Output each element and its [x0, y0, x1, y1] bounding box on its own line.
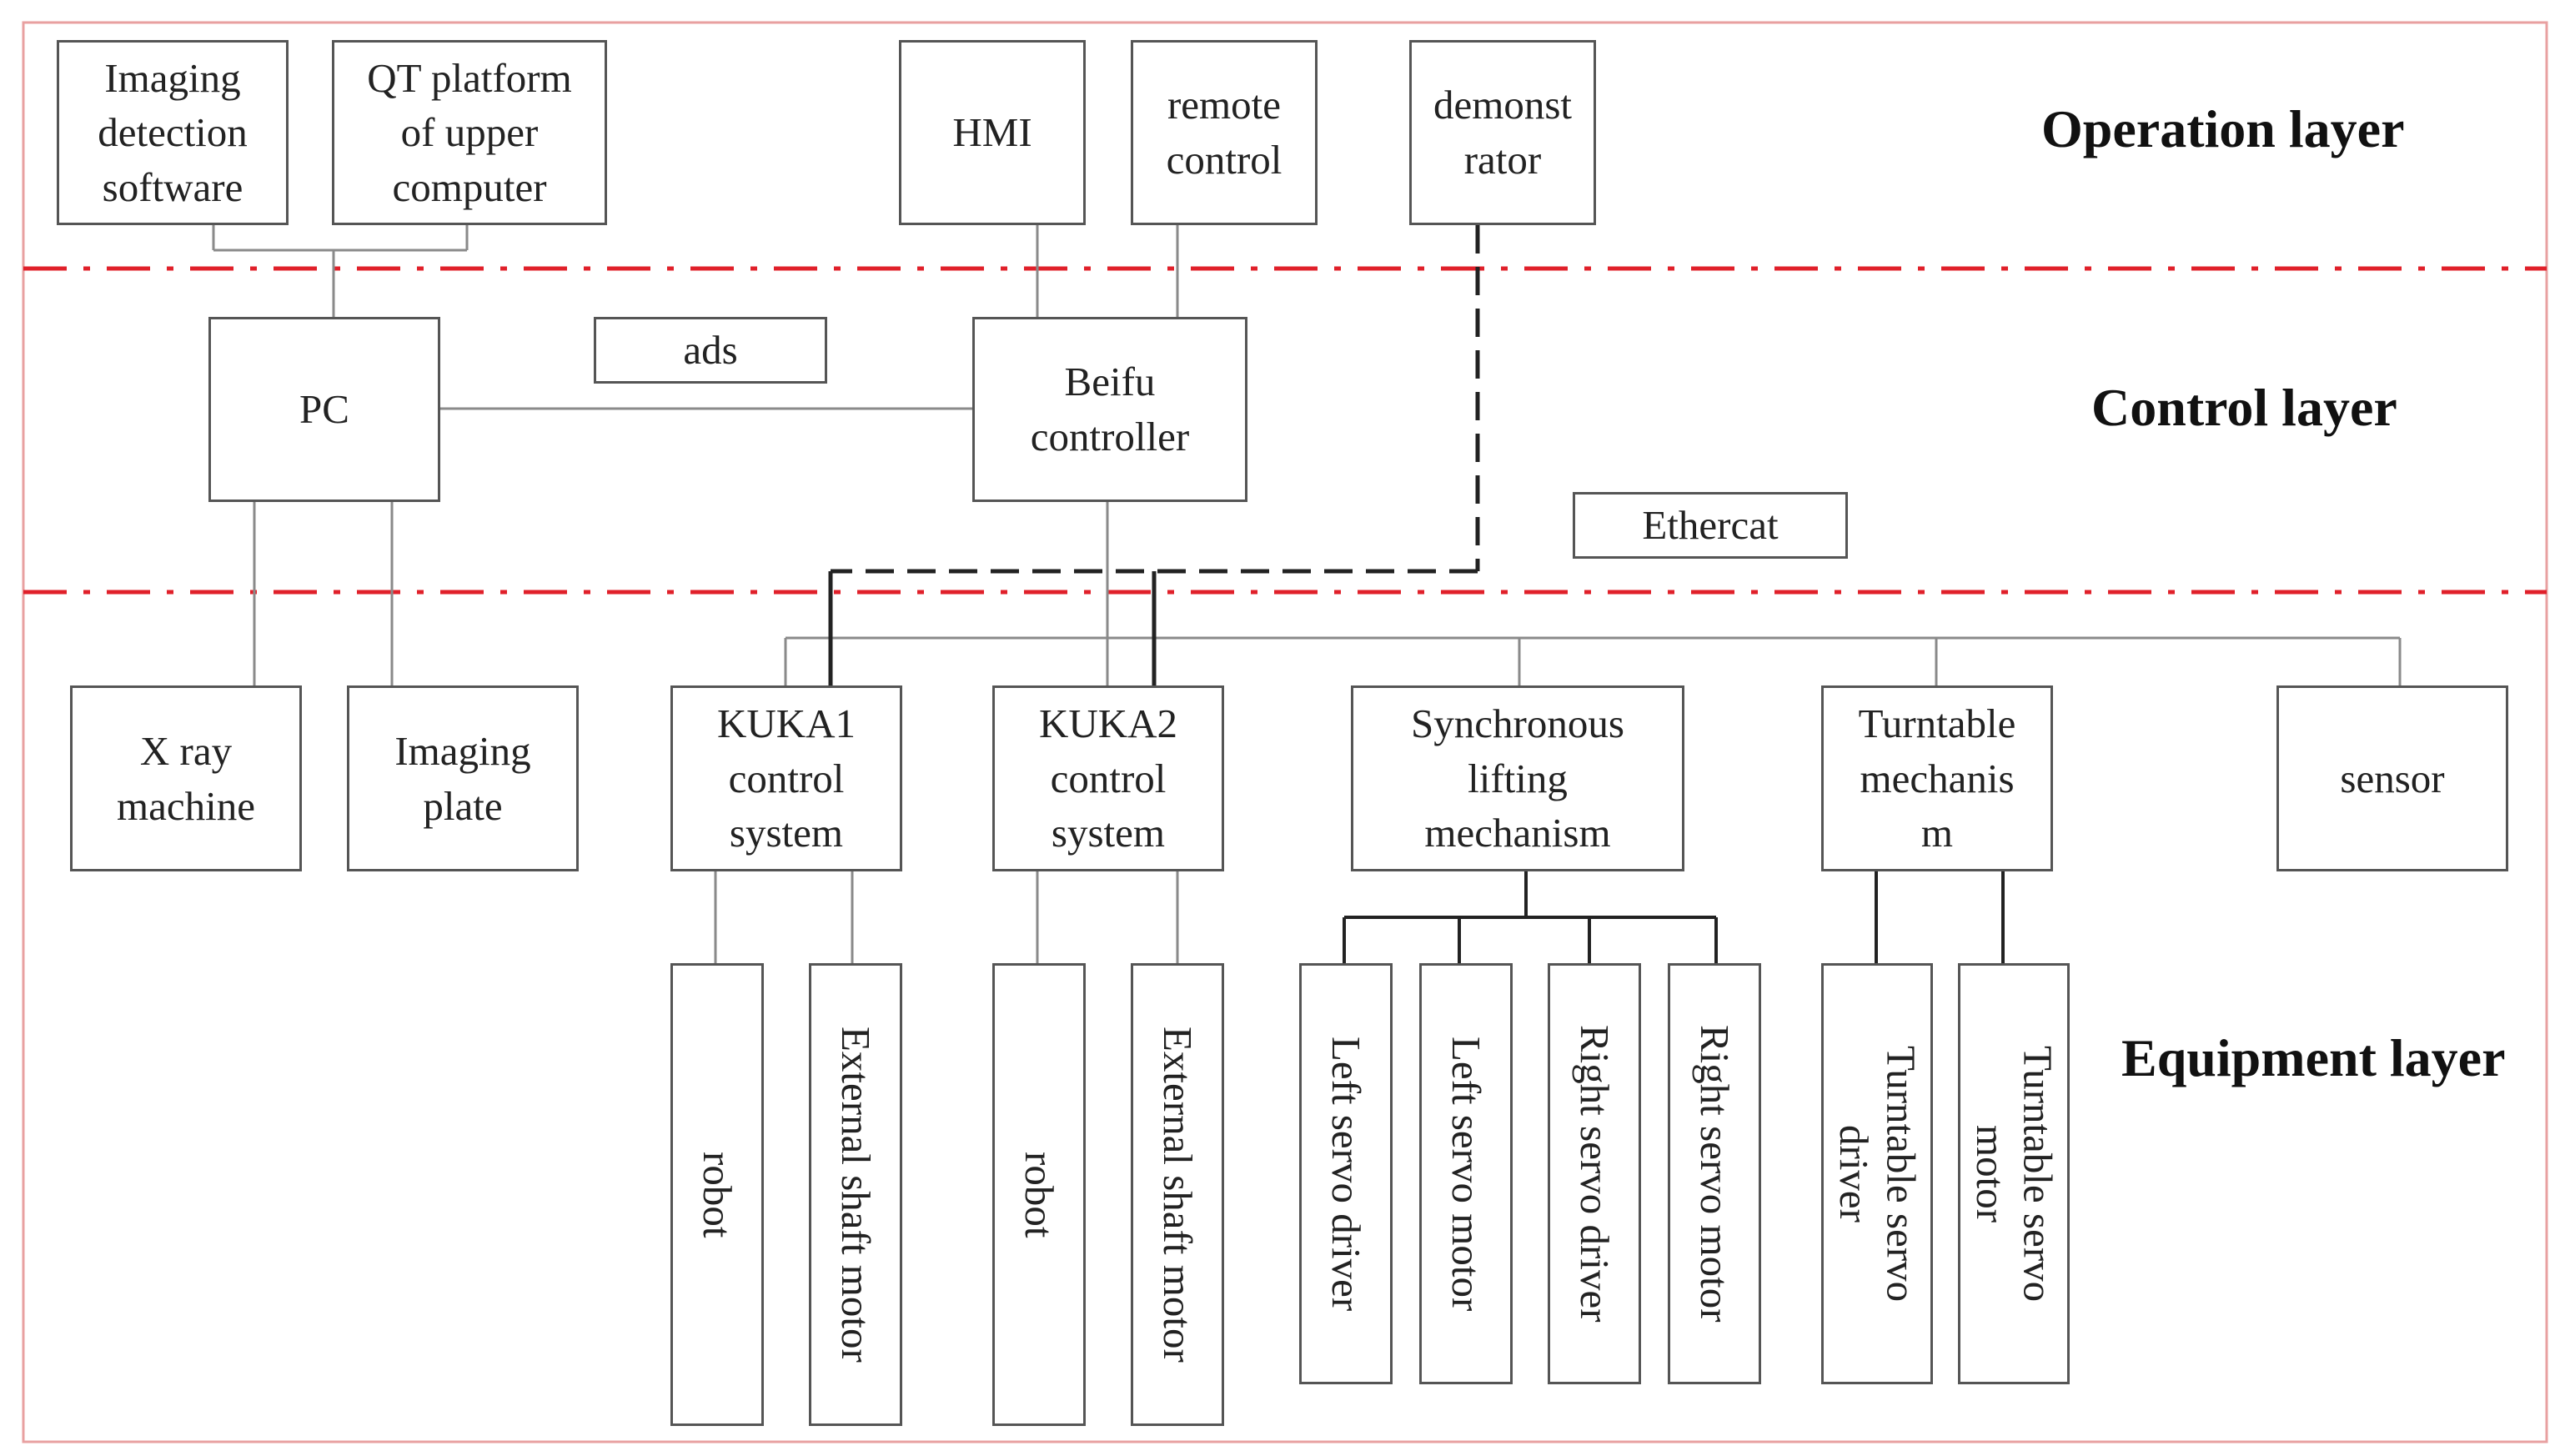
external-shaft-motor2-box: External shaft motor	[1131, 963, 1224, 1426]
outer-frame	[22, 21, 2548, 1443]
control-layer-label: Control layer	[2091, 378, 2397, 437]
pc-box: PC	[208, 317, 440, 502]
demonstrator-dashed-lines	[828, 225, 1480, 685]
right-servo-driver-box: Right servo driver	[1548, 963, 1641, 1384]
remote-control-box: remote control	[1131, 40, 1318, 225]
equipment-layer-label: Equipment layer	[2121, 1028, 2506, 1087]
sync-lifting-mechanism-box: Synchronous lifting mechanism	[1351, 685, 1684, 871]
ethercat-bus-lines	[784, 502, 2402, 685]
robot2-box: robot	[992, 963, 1086, 1426]
imaging-plate-box: Imaging plate	[347, 685, 579, 871]
hmi-box: HMI	[899, 40, 1086, 225]
turntable-servo-motor-box: Turntable servo motor	[1958, 963, 2070, 1384]
turntable-servo-driver-box: Turntable servo driver	[1821, 963, 1933, 1384]
hmi-remote-to-controller-lines	[1036, 225, 1179, 317]
demonstrator-box: demonst rator	[1409, 40, 1596, 225]
turntable-mechanism-box: Turntable mechanis m	[1821, 685, 2053, 871]
pc-to-xray-plate-lines	[253, 502, 394, 685]
sync-lifting-tree-lines	[1343, 871, 1718, 963]
kuka2-control-system-box: KUKA2 control system	[992, 685, 1224, 871]
robot1-box: robot	[670, 963, 764, 1426]
beifu-controller-box: Beifu controller	[972, 317, 1247, 502]
operation-to-pc-lines	[212, 225, 469, 317]
xray-machine-box: X ray machine	[70, 685, 302, 871]
operation-layer-label: Operation layer	[2041, 99, 2405, 158]
qt-platform-box: QT platform of upper computer	[332, 40, 607, 225]
imaging-detection-software-box: Imaging detection software	[57, 40, 289, 225]
sensor-box: sensor	[2276, 685, 2508, 871]
ads-label-box: ads	[594, 317, 827, 384]
left-servo-motor-box: Left servo motor	[1419, 963, 1513, 1384]
right-servo-motor-box: Right servo motor	[1668, 963, 1761, 1384]
kuka-to-device-lines	[714, 871, 1179, 963]
ethercat-label-box: Ethercat	[1573, 492, 1848, 559]
kuka1-control-system-box: KUKA1 control system	[670, 685, 902, 871]
left-servo-driver-box: Left servo driver	[1299, 963, 1393, 1384]
external-shaft-motor1-box: External shaft motor	[809, 963, 902, 1426]
turntable-tree-lines	[1875, 871, 2005, 963]
